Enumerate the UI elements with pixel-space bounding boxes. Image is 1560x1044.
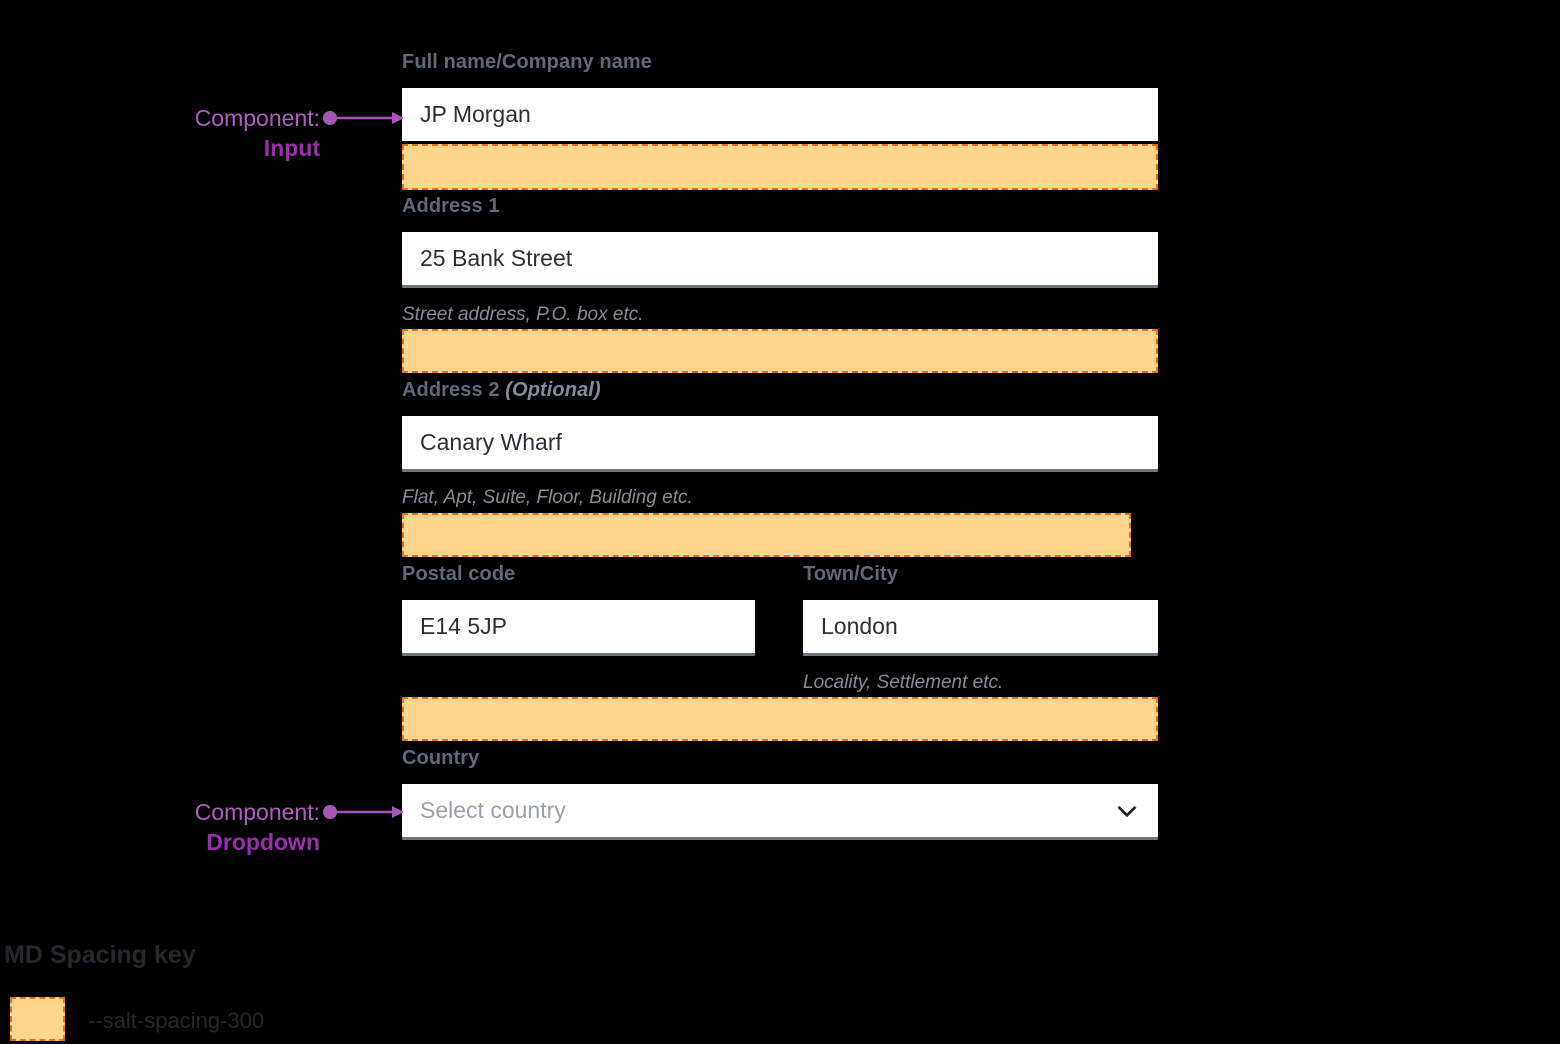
annotation-prefix: Component: — [194, 105, 320, 131]
label-town-city: Town/City — [803, 562, 898, 586]
label-text: Full name/Company name — [402, 51, 653, 73]
annotation-arrow-input — [323, 111, 404, 125]
label-text: Postal code — [402, 563, 516, 585]
input-value-town-city: London — [821, 613, 898, 639]
spacing-block-address-2 — [402, 513, 1131, 557]
input-full-name[interactable]: JP Morgan — [402, 88, 1158, 141]
chevron-down-icon[interactable] — [1114, 798, 1140, 824]
input-value-postal-code: E14 5JP — [420, 613, 507, 639]
annotation-arrow-dropdown — [323, 805, 404, 819]
helper-text: Locality, Settlement etc. — [803, 672, 1004, 693]
spacing-block-full-name — [402, 144, 1158, 190]
helper-town-city: Locality, Settlement etc. — [803, 671, 1003, 694]
label-text: Town/City — [803, 563, 898, 585]
label-text: Country — [402, 747, 480, 769]
spacing-key-token: --salt-spacing-300 — [88, 1008, 265, 1033]
label-text: Address 1 — [402, 195, 500, 217]
annotation-component-name: Input — [263, 135, 320, 161]
dropdown-placeholder-country: Select country — [420, 797, 566, 823]
dropdown-country[interactable]: Select country — [402, 784, 1158, 840]
helper-address-1: Street address, P.O. box etc. — [402, 303, 644, 326]
label-address-1: Address 1 — [402, 194, 500, 218]
input-town-city[interactable]: London — [803, 600, 1158, 656]
input-address-1[interactable]: 25 Bank Street — [402, 232, 1158, 288]
helper-address-2: Flat, Apt, Suite, Floor, Building etc. — [402, 486, 693, 509]
label-address-2: Address 2 (Optional) — [402, 378, 601, 402]
helper-text: Street address, P.O. box etc. — [402, 304, 644, 325]
spacing-key-title: MD Spacing key — [4, 941, 196, 969]
input-value-full-name: JP Morgan — [420, 101, 531, 127]
spacing-block-address-1 — [402, 329, 1158, 373]
spacing-key-swatch — [10, 997, 65, 1041]
annotation-input: Component: Input — [120, 103, 320, 163]
spacing-block-town-city — [402, 697, 1158, 741]
annotation-dropdown: Component: Dropdown — [120, 797, 320, 857]
label-full-name: Full name/Company name — [402, 50, 652, 74]
input-postal-code[interactable]: E14 5JP — [402, 600, 755, 656]
input-address-2[interactable]: Canary Wharf — [402, 416, 1158, 472]
label-optional-suffix: (Optional) — [505, 379, 601, 401]
label-country: Country — [402, 746, 479, 770]
helper-text: Flat, Apt, Suite, Floor, Building etc. — [402, 487, 693, 508]
annotation-component-name: Dropdown — [206, 829, 320, 855]
input-value-address-2: Canary Wharf — [420, 429, 562, 455]
label-text: Address 2 — [402, 379, 500, 401]
input-value-address-1: 25 Bank Street — [420, 245, 573, 271]
label-postal-code: Postal code — [402, 562, 515, 586]
annotation-prefix: Component: — [194, 799, 320, 825]
